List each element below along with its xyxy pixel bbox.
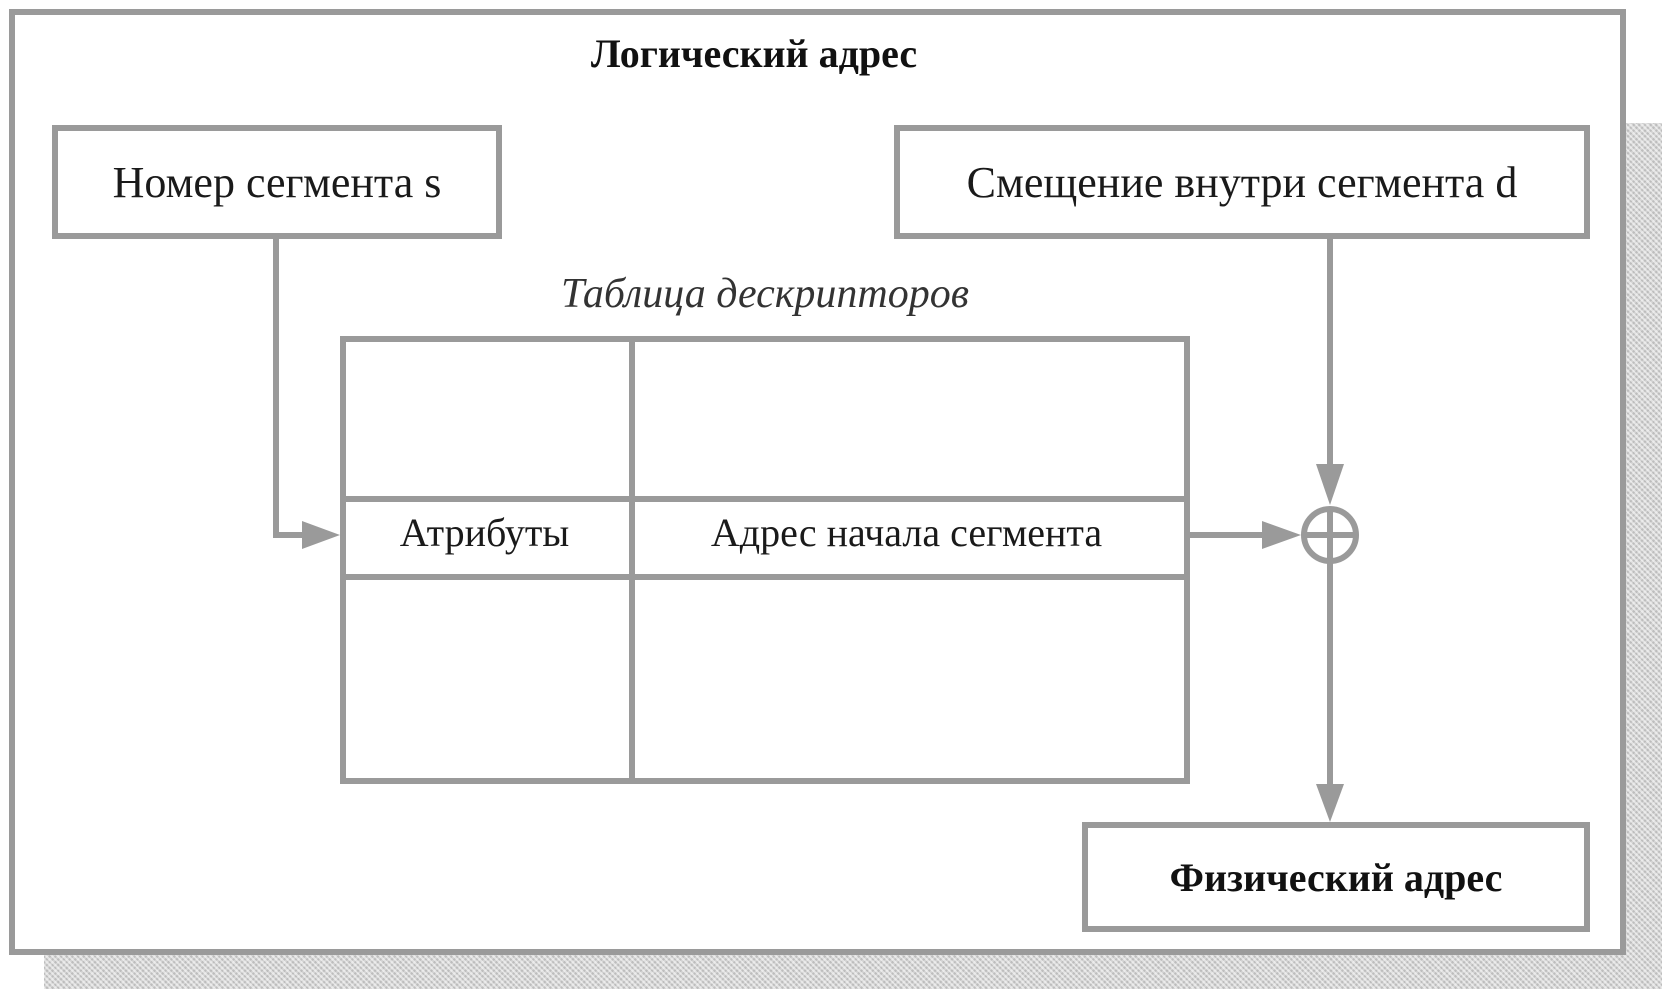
arrow-into-adder-left	[1262, 521, 1301, 549]
table-row-top-border	[346, 496, 1184, 502]
physical-address-label: Физический адрес	[1169, 854, 1503, 900]
offset-label: Смещение внутри сегмента d	[966, 157, 1518, 207]
arrow-into-table	[302, 521, 340, 549]
circle-plus-icon	[1301, 506, 1359, 564]
arrow-into-physical-address	[1316, 784, 1344, 822]
segment-number-connector	[273, 239, 306, 538]
segment-base-cell: Адрес начала сегмента	[710, 509, 1103, 555]
arrow-into-adder-top	[1316, 464, 1344, 505]
physical-address-box: Физический адрес	[1082, 822, 1590, 932]
table-row-bottom-border	[346, 574, 1184, 580]
segment-number-box: Номер сегмента s	[52, 125, 502, 239]
segment-number-label: Номер сегмента s	[112, 157, 442, 207]
offset-box: Смещение внутри сегмента d	[894, 125, 1590, 239]
descriptor-table	[340, 336, 1190, 784]
descriptor-table-caption: Таблица дескрипторов	[561, 271, 969, 317]
attributes-cell: Атрибуты	[399, 509, 570, 555]
logical-address-title: Логический адрес	[590, 31, 918, 76]
table-divider-vertical	[629, 342, 635, 778]
